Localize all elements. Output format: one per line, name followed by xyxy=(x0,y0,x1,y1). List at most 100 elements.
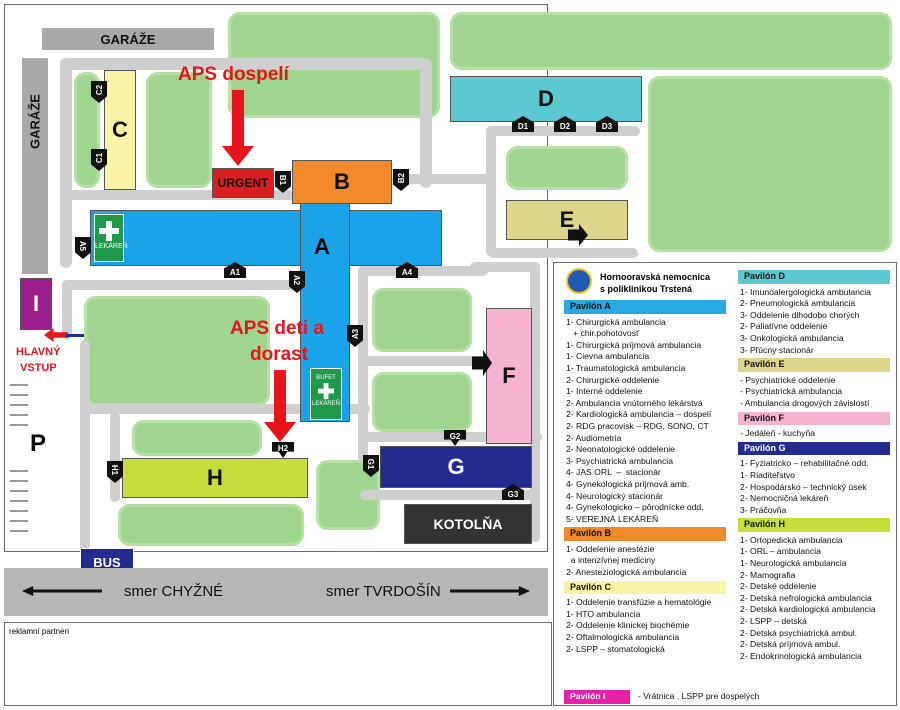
building-i[interactable]: I xyxy=(20,278,52,330)
legend-item: 1- Chirurgická ambulancia xyxy=(566,316,666,327)
legend-item: a intenzívnej mediciny xyxy=(566,555,656,566)
gate-d2[interactable]: D2 xyxy=(554,116,576,132)
building-f-label: F xyxy=(502,363,516,388)
legend-item: 2- Paliatívne oddelenie xyxy=(740,321,828,332)
direction-right: smer TVRDOŠÍN xyxy=(326,583,441,600)
aps-adults-label: APS dospelí xyxy=(178,64,289,85)
partners-box: reklamní partneri xyxy=(4,622,552,706)
bufet-pharmacy[interactable]: BUFET LEKÁREŇ xyxy=(310,368,342,420)
legend-item: - Ambulancia drogových závislostí xyxy=(740,397,870,408)
legend-item: 3- Psychiatrická ambulancia xyxy=(566,455,673,466)
legend-item: - Psychiatrická ambulancia xyxy=(740,386,843,397)
gate-g3[interactable]: G3 xyxy=(502,484,524,500)
gate-d3[interactable]: D3 xyxy=(596,116,618,132)
legend-item: 3- Oddelenie dlhodobo chorých xyxy=(740,309,860,320)
building-c[interactable]: C xyxy=(104,70,136,190)
parking-area[interactable]: P xyxy=(8,380,80,548)
road xyxy=(110,412,120,502)
building-h-label: H xyxy=(207,465,223,490)
legend-item: 2- Pneumologická ambulancia xyxy=(740,298,856,309)
legend-item: 1- Oddelenie anestézie xyxy=(566,543,655,554)
legend-item: 2- Audiometria xyxy=(566,432,622,443)
legend-item: 1- Ortopedická ambulancia xyxy=(740,534,843,545)
building-b-label: B xyxy=(334,169,350,194)
building-i-label: I xyxy=(32,291,40,316)
hospital-name-2: s poliklinikou Trstená xyxy=(600,284,693,294)
legend-right: Pavilón D 1- Imunoalergologická ambulanci… xyxy=(738,268,890,662)
gate-d1[interactable]: D1 xyxy=(512,116,534,132)
legend-item: 2- LSPP – stomatologická xyxy=(566,643,665,654)
legend-item: 3- Pľúcny stacionár xyxy=(740,344,814,355)
road xyxy=(60,58,72,268)
urgent-label: URGENT xyxy=(217,176,269,190)
legend-item: 1- HTO ambulancia xyxy=(566,608,641,619)
garage-top-label: GARÁŽE xyxy=(100,31,156,47)
building-a-wing[interactable] xyxy=(90,210,442,266)
road xyxy=(470,262,540,272)
pharmacy-b-label: LEKÁREŇ xyxy=(311,401,340,407)
legend-section-head: Pavilón F xyxy=(738,411,890,426)
legend-pavilon-i-head: Pavilón I xyxy=(564,690,630,704)
building-f[interactable]: F xyxy=(486,308,532,444)
building-d[interactable]: D xyxy=(450,76,642,122)
gate-a1[interactable]: A1 xyxy=(224,262,246,278)
building-h[interactable]: H xyxy=(122,458,308,498)
pharmacy-a[interactable]: LEKÁREŇ xyxy=(94,214,128,262)
urgent-building[interactable]: URGENT xyxy=(212,168,274,198)
legend-item: 1- Riaditeľstvo xyxy=(740,469,796,480)
aps-children-arrowhead xyxy=(264,422,296,442)
legend-item: 2- Hospodársko – technický úsek xyxy=(740,481,867,492)
road xyxy=(62,280,72,340)
road xyxy=(80,340,90,550)
road xyxy=(62,280,312,290)
green-area xyxy=(132,420,262,456)
legend-item: 2- Chirurgické oddelenie xyxy=(566,374,660,385)
legend-item: 3- Onkologická ambulancia xyxy=(740,332,844,343)
aps-children-arrow xyxy=(274,370,286,424)
legend-item: 2- Detská psychiatrická ambul. xyxy=(740,627,858,638)
map-frame xyxy=(4,4,548,552)
aps-adults-arrowhead xyxy=(222,146,254,166)
garage-left: GARÁŽE xyxy=(22,58,48,274)
main-entrance-label-2: VSTUP xyxy=(20,362,57,374)
road xyxy=(420,58,432,188)
gate-a4[interactable]: A4 xyxy=(396,262,418,278)
legend-item: 1- Imunoalergologická ambulancia xyxy=(740,286,871,297)
building-b[interactable]: B xyxy=(292,160,392,204)
legend-item: 2- Endokrinologická ambulancia xyxy=(740,650,862,661)
road xyxy=(392,174,492,184)
legend-item: 2- RDG pracovisk – RDG, SONO, CT xyxy=(566,420,709,431)
boiler-room[interactable]: KOTOLŇA xyxy=(404,504,532,544)
legend-item: 1- Interné oddelenie xyxy=(566,386,643,397)
aps-adults-arrow xyxy=(232,90,244,148)
legend-item: 2- Detská nefrologická ambulancia xyxy=(740,592,872,603)
road xyxy=(80,404,370,414)
legend-item: 2- Anesteziologická ambulancia xyxy=(566,567,687,578)
legend-item: 2- LSPP – detská xyxy=(740,616,807,627)
building-f-entrance-arrow xyxy=(472,350,492,376)
boiler-room-label: KOTOLŇA xyxy=(433,516,503,532)
legend-pavilon-i-text: - Vrátnica , LSPP pre dospelých xyxy=(638,691,760,701)
green-area xyxy=(648,76,892,252)
legend-item: 3- Práčovňa xyxy=(740,504,787,515)
legend-item: 2- Ambulancia vnútorného lekárstva xyxy=(566,397,703,408)
road xyxy=(486,126,496,256)
building-a-label: A xyxy=(314,234,330,259)
legend-item: 1- ORL – ambulancia xyxy=(740,546,821,557)
legend-item: 1- Neurologická ambulancia xyxy=(740,558,847,569)
legend-item: 2- Detské oddelenie xyxy=(740,581,817,592)
partners-label: reklamní partneri xyxy=(9,627,70,636)
garage-top: GARÁŽE xyxy=(42,28,214,50)
legend-section-head: Pavilón D xyxy=(738,270,890,284)
building-g[interactable]: G xyxy=(380,446,532,488)
pharmacy-cross-icon xyxy=(99,221,119,241)
road xyxy=(360,490,540,500)
legend-pavilon-i: Pavilón I - Vrátnica , LSPP pre dospelýc… xyxy=(564,690,804,704)
legend-section-head: Pavilón H xyxy=(738,518,890,532)
building-e[interactable]: E xyxy=(506,200,628,240)
road xyxy=(358,266,488,276)
green-area xyxy=(450,12,892,70)
legend-item: 1- Traumatologická ambulancia xyxy=(566,362,686,373)
road xyxy=(488,248,638,258)
legend-item: 1- Chirurgická príjmová ambulancia xyxy=(566,339,702,350)
